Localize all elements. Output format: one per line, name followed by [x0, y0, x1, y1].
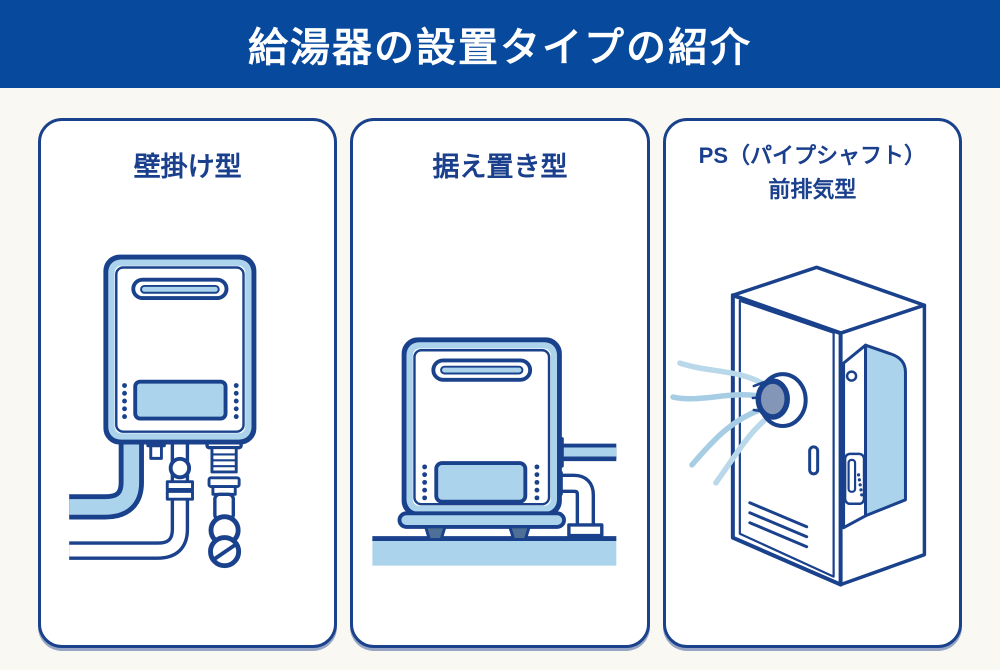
panel-wall-mounted-label: 壁掛け型 — [133, 152, 242, 182]
wall-mounted-heater-icon — [69, 254, 257, 569]
panel-pipe-shaft-label-line2: 前排気型 — [768, 177, 857, 203]
header-banner: 給湯器の設置タイプの紹介 — [0, 0, 1000, 88]
pipe-shaft-cabinet-icon — [669, 265, 926, 587]
panel-pipe-shaft-label-line1: PS（パイプシャフト） — [698, 143, 926, 168]
floor-standing-heater-icon — [372, 337, 617, 566]
panel-wall-mounted-type: 壁掛け型 — [38, 118, 338, 648]
panel-row: 壁掛け型 — [0, 118, 1000, 648]
panel-floor-standing-label: 据え置き型 — [432, 152, 568, 182]
page-title: 給湯器の設置タイプの紹介 — [248, 26, 752, 70]
panel-pipe-shaft-type: PS（パイプシャフト） 前排気型 — [662, 118, 962, 648]
panel-pipe-shaft-label: PS（パイプシャフト） 前排気型 — [666, 121, 959, 207]
panel-floor-standing-type: 据え置き型 — [350, 118, 650, 648]
